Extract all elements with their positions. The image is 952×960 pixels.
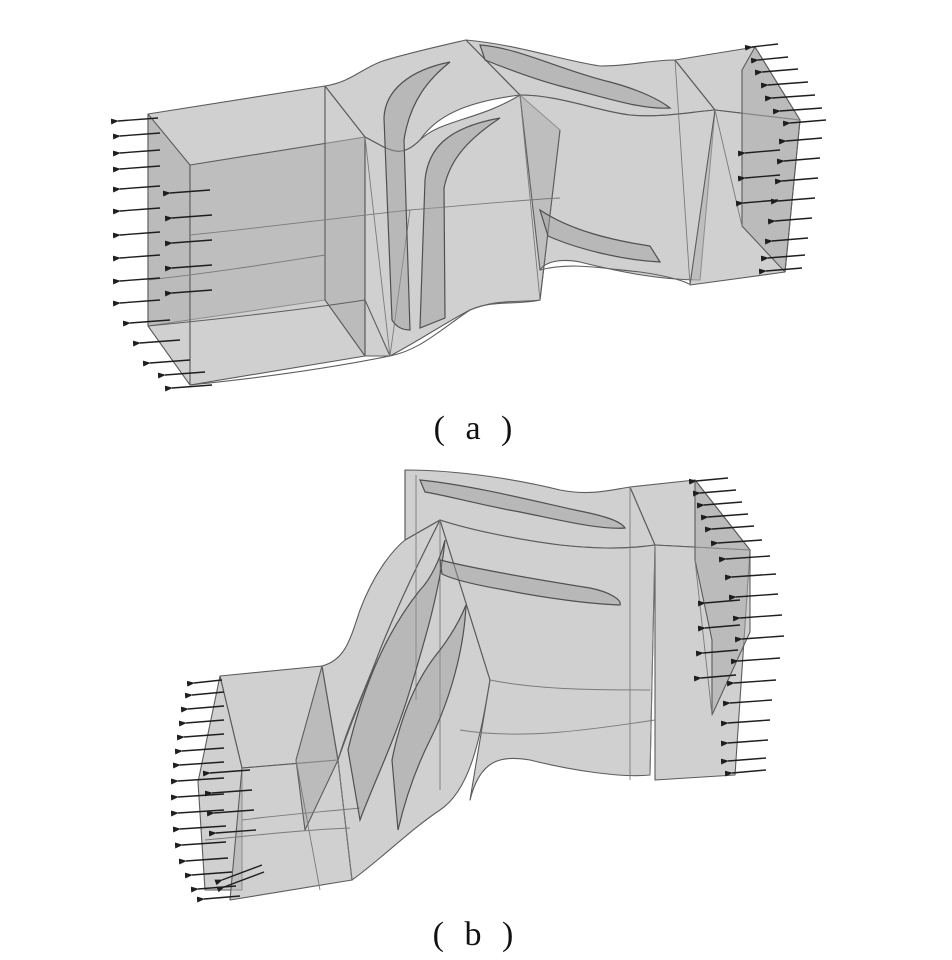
panel-b-domain bbox=[197, 469, 751, 901]
panel-a-inlet-arrows bbox=[110, 117, 213, 392]
panel-a-domain bbox=[147, 39, 801, 386]
panel-b-outlet-arrows bbox=[688, 477, 785, 777]
caption-b: ( b ) bbox=[432, 916, 520, 953]
panel-a-outlet-arrows bbox=[735, 43, 827, 275]
panel-b-inlet-arrows bbox=[170, 679, 265, 903]
caption-a: ( a ) bbox=[433, 410, 519, 447]
